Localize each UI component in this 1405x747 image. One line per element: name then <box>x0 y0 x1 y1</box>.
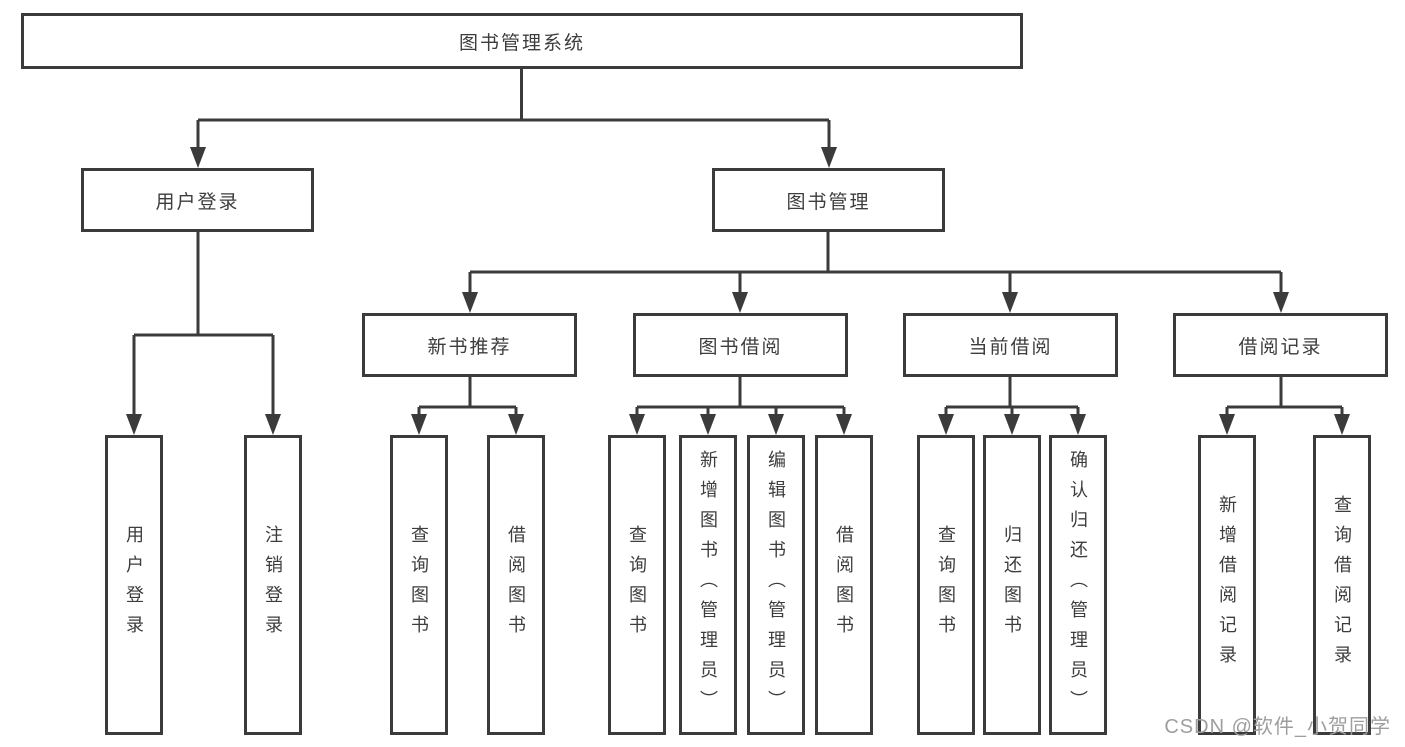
node-current-borrowing: 当前借阅 <box>903 313 1118 377</box>
leaf-logout: 注销登录 <box>244 435 302 735</box>
leaf-return-book-label: 归还图书 <box>1002 525 1022 645</box>
leaf-query-books-recommend-label: 查询图书 <box>409 525 429 645</box>
node-root-label: 图书管理系统 <box>458 32 585 54</box>
leaf-edit-book-admin: 编辑图书（管理员） <box>747 435 805 735</box>
watermark: CSDN @软件_小贺同学 <box>1164 716 1391 738</box>
leaf-borrow-books-recommend-label: 借阅图书 <box>506 525 526 645</box>
leaf-add-borrow-record: 新增借阅记录 <box>1198 435 1256 735</box>
leaf-query-books-recommend: 查询图书 <box>390 435 448 735</box>
node-borrowing-records-label: 借阅记录 <box>1238 336 1323 358</box>
node-current-borrowing-label: 当前借阅 <box>968 336 1053 358</box>
leaf-add-book-admin-label: 新增图书（管理员） <box>698 450 718 720</box>
node-root: 图书管理系统 <box>21 13 1023 69</box>
leaf-query-books-current-label: 查询图书 <box>936 525 956 645</box>
node-book-management-label: 图书管理 <box>786 191 871 213</box>
leaf-edit-book-admin-label: 编辑图书（管理员） <box>766 450 786 720</box>
leaf-user-login-label: 用户登录 <box>124 525 144 645</box>
leaf-query-books-borrowing: 查询图书 <box>608 435 666 735</box>
node-new-book-recommend-label: 新书推荐 <box>427 336 512 358</box>
leaf-logout-label: 注销登录 <box>263 525 283 645</box>
leaf-return-book: 归还图书 <box>983 435 1041 735</box>
leaf-query-books-current: 查询图书 <box>917 435 975 735</box>
node-book-management: 图书管理 <box>712 168 945 232</box>
node-new-book-recommend: 新书推荐 <box>362 313 577 377</box>
leaf-borrow-books-borrowing-label: 借阅图书 <box>834 525 854 645</box>
leaf-confirm-return-admin-label: 确认归还（管理员） <box>1068 450 1088 720</box>
node-user-login: 用户登录 <box>81 168 314 232</box>
leaf-add-borrow-record-label: 新增借阅记录 <box>1217 495 1237 675</box>
leaf-query-borrow-record-label: 查询借阅记录 <box>1332 495 1352 675</box>
leaf-borrow-books-recommend: 借阅图书 <box>487 435 545 735</box>
leaf-borrow-books-borrowing: 借阅图书 <box>815 435 873 735</box>
node-book-borrowing: 图书借阅 <box>633 313 848 377</box>
leaf-query-books-borrowing-label: 查询图书 <box>627 525 647 645</box>
leaf-add-book-admin: 新增图书（管理员） <box>679 435 737 735</box>
node-book-borrowing-label: 图书借阅 <box>698 336 783 358</box>
node-user-login-label: 用户登录 <box>155 191 240 213</box>
leaf-confirm-return-admin: 确认归还（管理员） <box>1049 435 1107 735</box>
leaf-query-borrow-record: 查询借阅记录 <box>1313 435 1371 735</box>
leaf-user-login: 用户登录 <box>105 435 163 735</box>
node-borrowing-records: 借阅记录 <box>1173 313 1388 377</box>
